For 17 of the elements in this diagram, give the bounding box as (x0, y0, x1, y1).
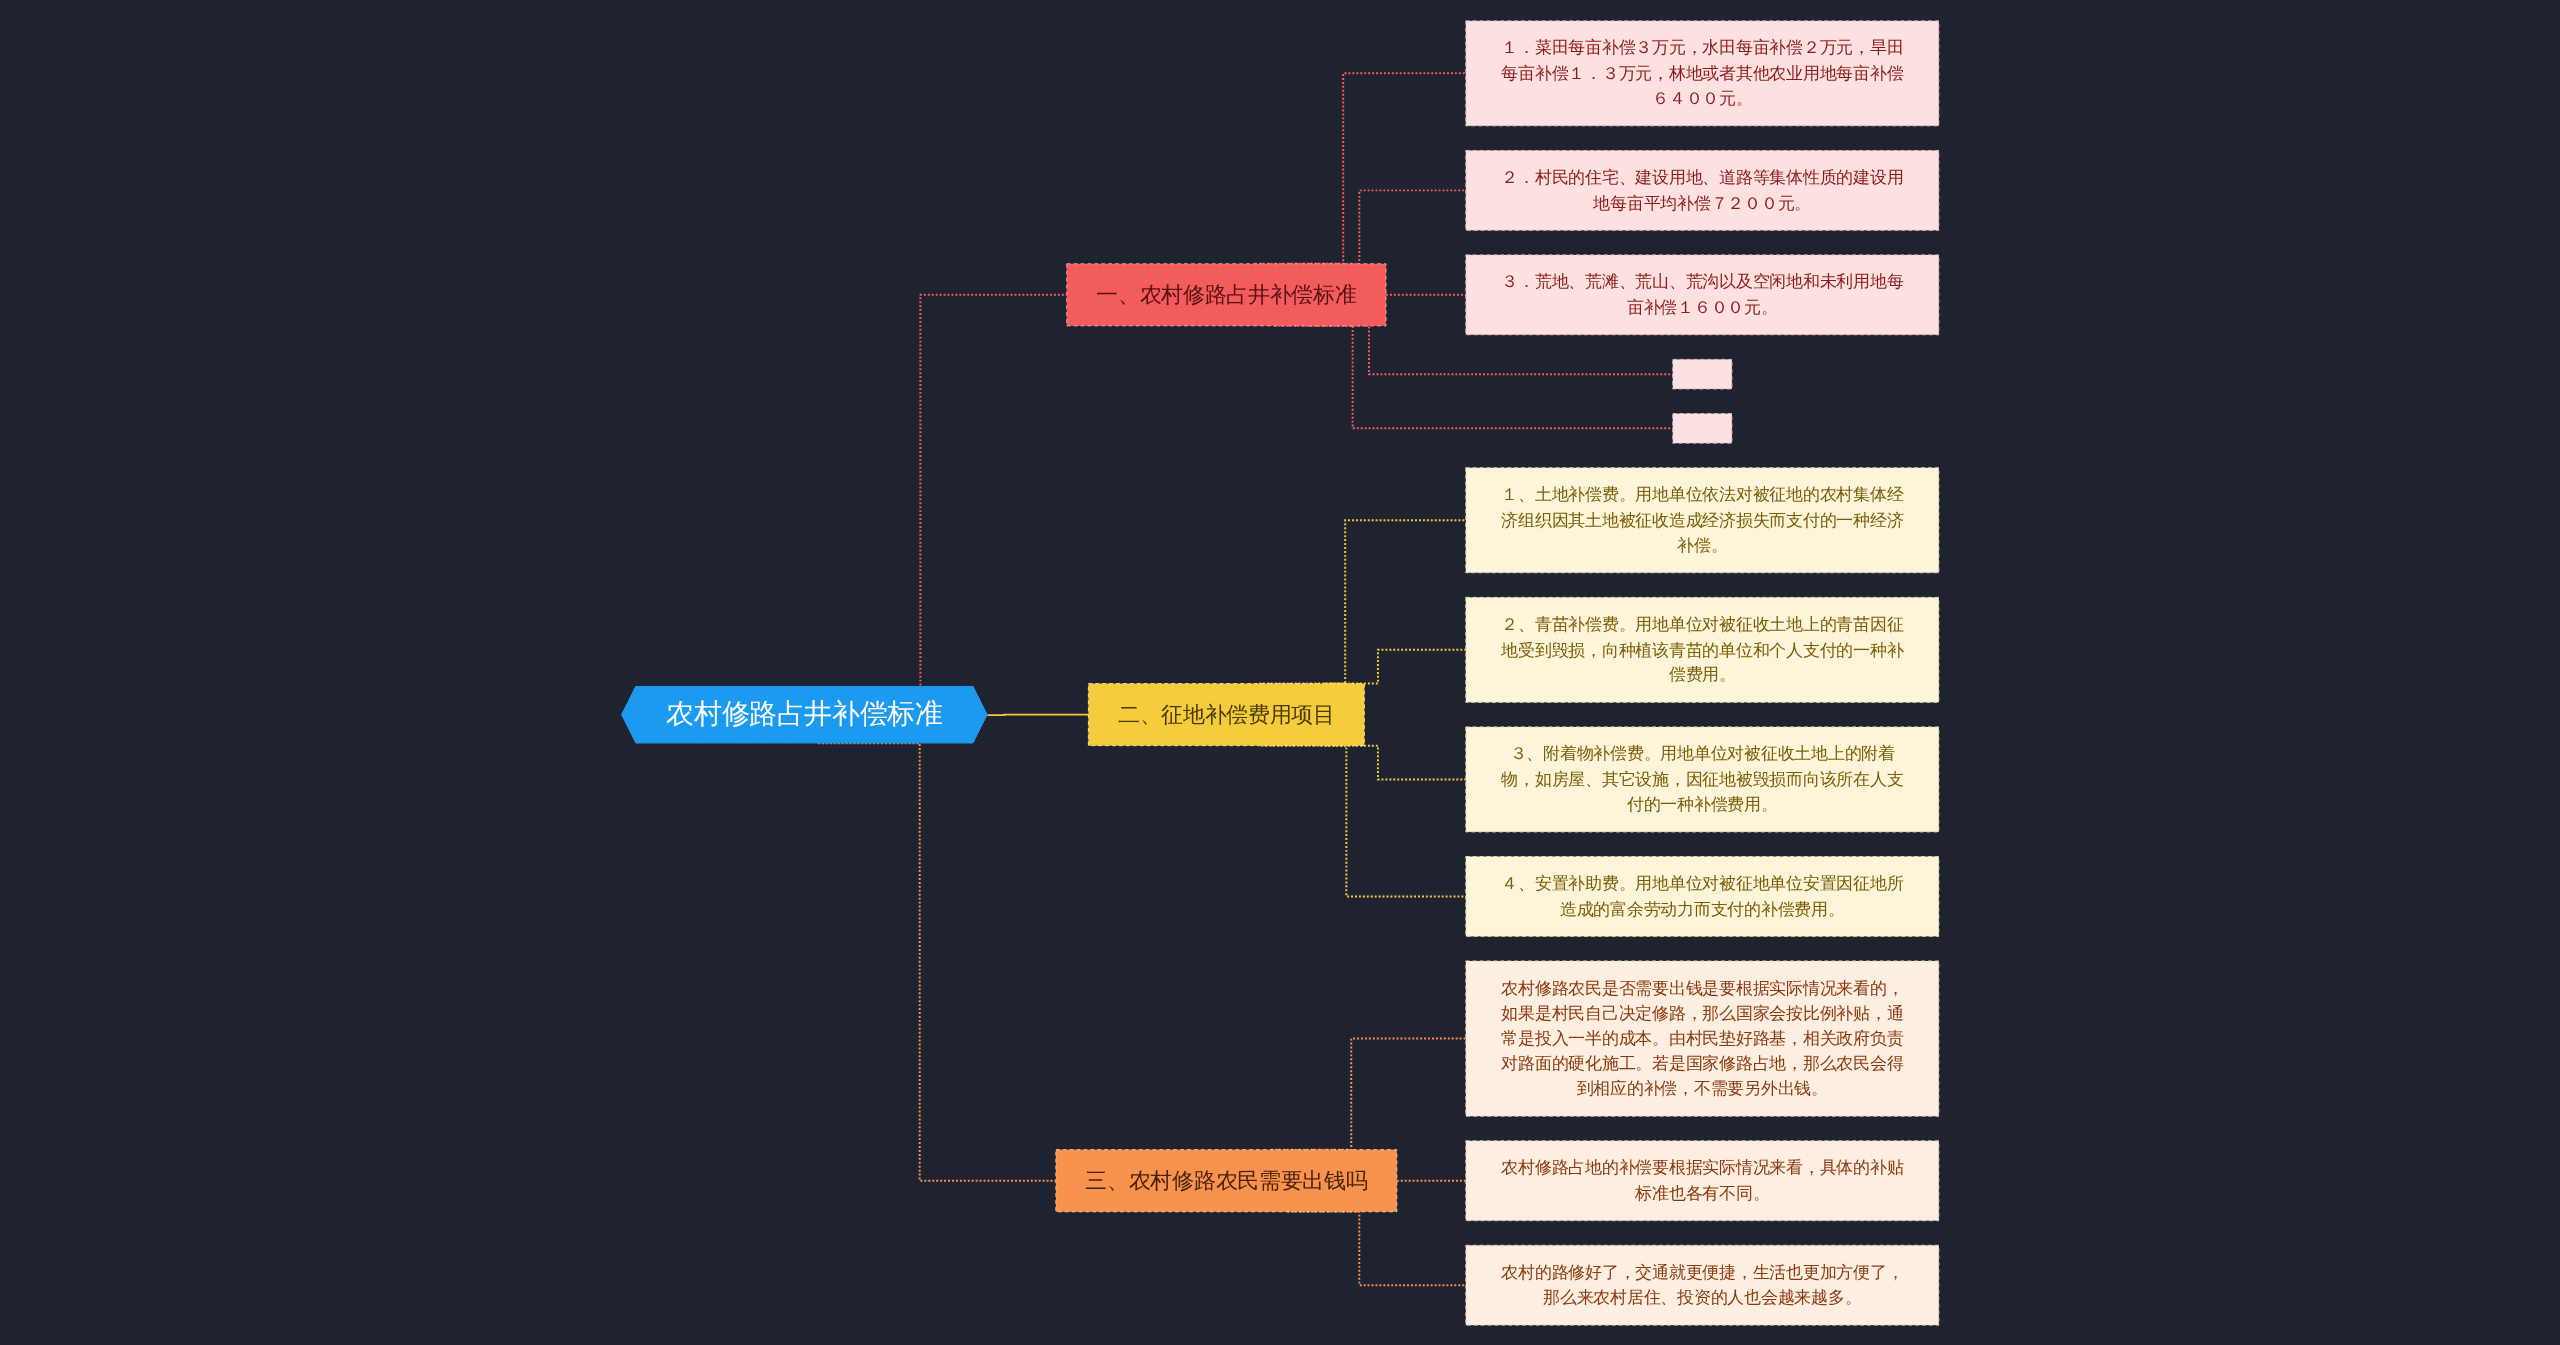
node-box: １．菜田每亩补偿３万元，水田每亩补偿２万元，旱田每亩补偿１．３万元，林地或者其他农业用地每亩补偿６４００元。 (1464, 19, 1939, 126)
node-box: ２、青苗补偿费。用地单位对被征收土地上的青苗因征地受到毁损，向种植该青苗的单位和个人支付的一种补偿费用。 (1464, 596, 1939, 703)
node-box: 农村修路占地的补偿要根据实际情况来看，具体的补贴标准也各有不同。 (1464, 1139, 1939, 1221)
node-box: 二、征地补偿费用项目 (1087, 682, 1365, 746)
node-box: １、土地补偿费。用地单位依法对被征地的农村集体经济组织因其土地被征收造成经济损失而支付的一种经济补偿。 (1464, 466, 1939, 573)
node-box: 农村的路修好了，交通就更便捷，生活也更加方便了，那么来农村居住、投资的人也会越来越多。 (1464, 1244, 1939, 1326)
node-box: ４、安置补助费。用地单位对被征地单位安置因征地所造成的富余劳动力而支付的补偿费用。 (1464, 855, 1939, 937)
node-box: ３、附着物补偿费。用地单位对被征收土地上的附着物，如房屋、其它设施，因征地被毁损而向该所在人支付的一种补偿费用。 (1464, 725, 1939, 832)
node-box (1671, 412, 1733, 444)
node-box (1671, 358, 1733, 389)
connector (986, 713, 1090, 716)
connector (1395, 1179, 1467, 1182)
node-box: ３．荒地、荒滩、荒山、荒沟以及空闲地和未利用地每亩补偿１６００元。 (1464, 253, 1939, 335)
node-box: 一、农村修路占井补偿标准 (1065, 262, 1387, 326)
node-box: 三、农村修路农民需要出钱吗 (1055, 1148, 1397, 1212)
node-box: ２．村民的住宅、建设用地、道路等集体性质的建设用地每亩平均补偿７２００元。 (1464, 149, 1939, 231)
node-box: 农村修路农民是否需要出钱是要根据实际情况来看的，如果是村民自己决定修路，那么国家会按比例补贴，通常是投入一半的成本。由村民垫好路基，相关政府负责对路面的硬化施工。若是国家修路占地，那么农民会得到相应的补偿，不需要另外出钱。 (1464, 960, 1939, 1117)
